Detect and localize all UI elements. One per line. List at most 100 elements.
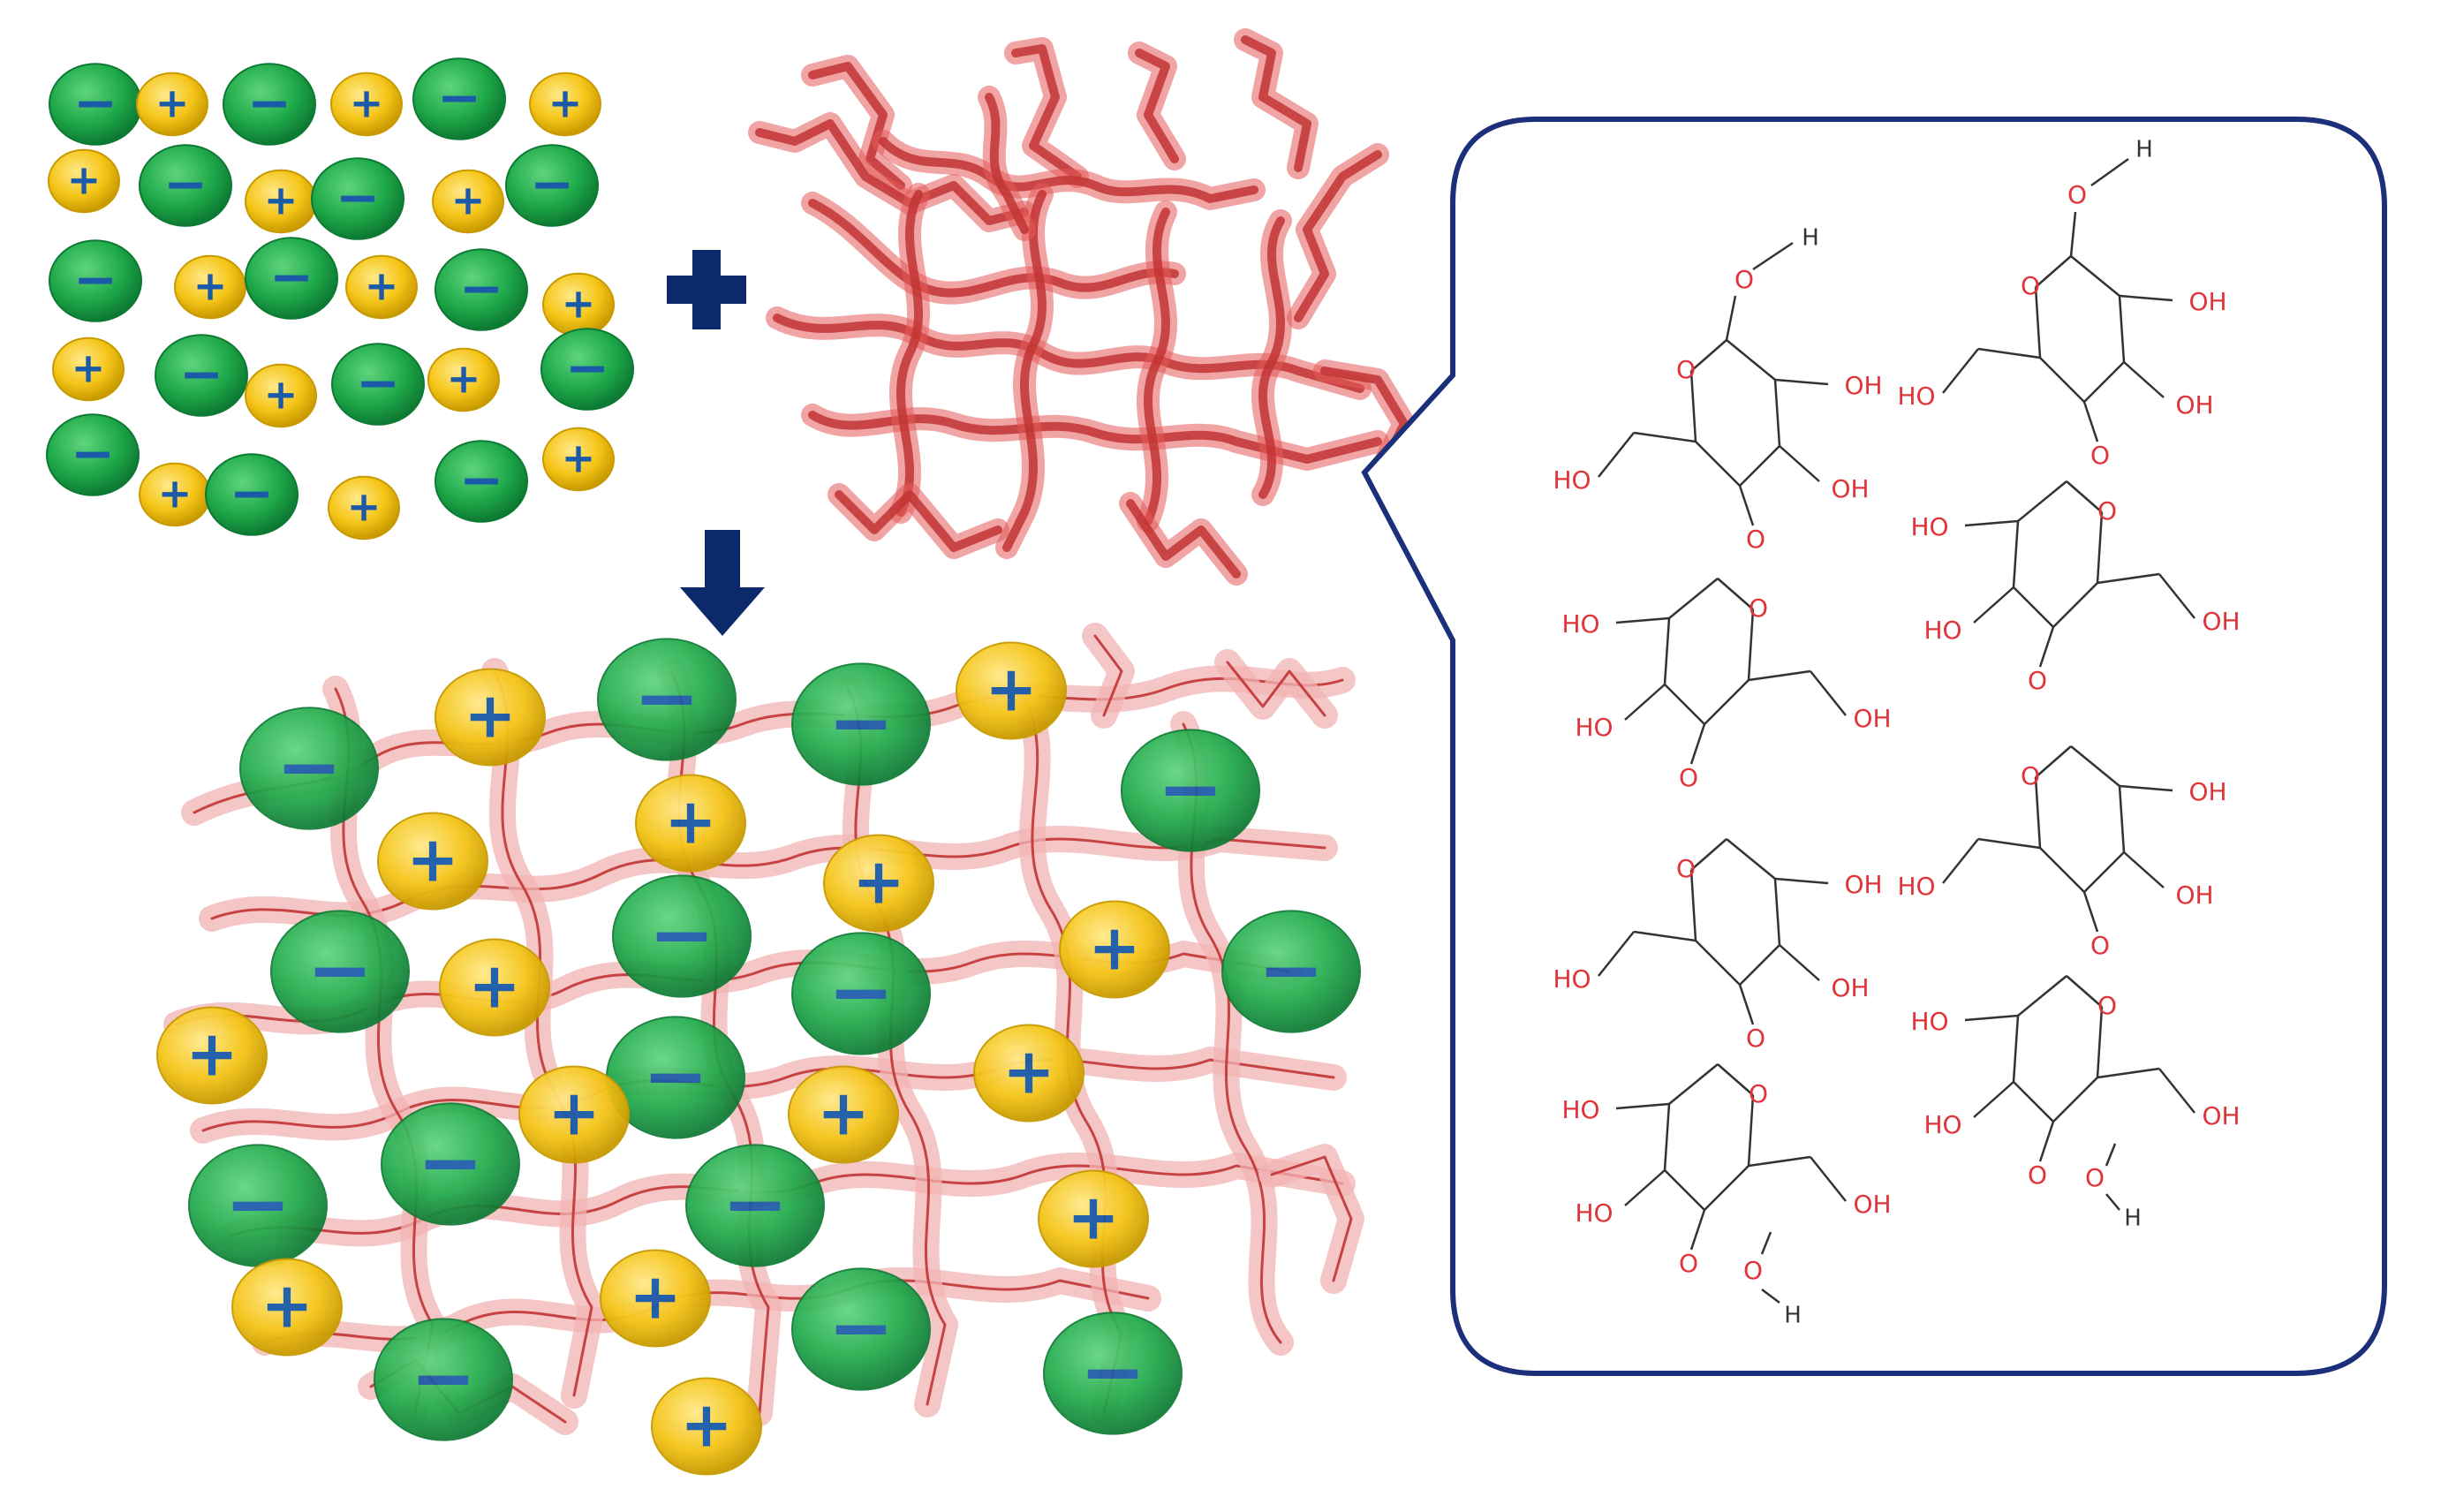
anion-sphere bbox=[239, 707, 379, 830]
chemical-bond bbox=[1704, 1165, 1750, 1211]
anion-sphere bbox=[139, 144, 232, 227]
anion-ion: − bbox=[540, 328, 634, 411]
anion-ion: − bbox=[223, 63, 316, 146]
chemical-bond bbox=[2069, 211, 2077, 257]
down-arrow-icon bbox=[680, 530, 765, 636]
cation-sphere bbox=[518, 1065, 630, 1164]
cation-ion: + bbox=[139, 462, 211, 527]
chemical-bond bbox=[1689, 723, 1706, 765]
minus-sign: − bbox=[276, 721, 342, 813]
atom-label: H bbox=[2135, 137, 2153, 163]
cation-sphere bbox=[330, 72, 403, 137]
cation-ion: + bbox=[651, 1377, 762, 1476]
chemical-bond bbox=[1747, 1094, 1755, 1167]
hydroxyl-label: HO bbox=[1923, 616, 1961, 645]
chemical-bond bbox=[2123, 851, 2165, 888]
cation-ion: + bbox=[1038, 1169, 1149, 1268]
chemical-bond bbox=[1725, 295, 1737, 341]
atom-label: H bbox=[2124, 1206, 2142, 1232]
plus-sign: + bbox=[264, 177, 299, 224]
minus-sign: − bbox=[530, 154, 574, 215]
anion-sphere bbox=[435, 248, 528, 331]
chemical-bond bbox=[2096, 1006, 2104, 1078]
hydroxyl-label: HO bbox=[1897, 872, 1935, 901]
plus-sign: + bbox=[852, 845, 905, 919]
chemical-bond bbox=[2070, 255, 2120, 297]
plus-sign: + bbox=[365, 262, 399, 310]
anion-sphere bbox=[505, 144, 599, 227]
anion-ion: − bbox=[435, 248, 528, 331]
minus-sign: − bbox=[306, 924, 373, 1017]
plus-sign: + bbox=[261, 1269, 314, 1342]
anion-sphere bbox=[791, 932, 931, 1055]
cation-ion: + bbox=[600, 1249, 711, 1348]
chemical-bond bbox=[1964, 1014, 2019, 1022]
chemical-bond bbox=[1704, 679, 1750, 725]
chemical-bond bbox=[1977, 347, 2041, 359]
chemical-bond bbox=[1739, 445, 1780, 487]
chemical-bond bbox=[1633, 431, 1697, 443]
chemical-bond bbox=[2039, 847, 2085, 893]
plus-sign: + bbox=[158, 470, 193, 518]
chemical-bond bbox=[2012, 1015, 2020, 1083]
chemical-bond bbox=[1663, 1103, 1671, 1171]
chemical-bond bbox=[1942, 348, 1979, 394]
polymer-strand bbox=[1270, 1155, 1353, 1282]
cation-ion: + bbox=[377, 812, 488, 911]
atom-label: O bbox=[1679, 1249, 1698, 1278]
cation-ion: + bbox=[427, 347, 500, 412]
chemical-bond bbox=[2034, 286, 2042, 359]
atom-label: O bbox=[1749, 593, 1768, 623]
anion-sphere bbox=[791, 662, 931, 786]
chemical-bond bbox=[2013, 1081, 2054, 1123]
polymer-strand bbox=[1002, 190, 1047, 552]
cation-ion: + bbox=[518, 1065, 630, 1164]
hydroxyl-label: HO bbox=[1910, 512, 1948, 541]
atom-label: O bbox=[1734, 265, 1754, 294]
hydroxyl-label: OH bbox=[1831, 474, 1869, 503]
chemical-bond bbox=[1773, 878, 1781, 946]
plus-sign: + bbox=[447, 355, 481, 403]
plus-sign: + bbox=[72, 344, 106, 392]
chemical-bond bbox=[1779, 445, 1820, 482]
polymer-strand bbox=[1144, 208, 1170, 525]
hydroxyl-label: OH bbox=[2188, 777, 2226, 806]
cation-ion: + bbox=[245, 363, 317, 428]
chemical-bond bbox=[1964, 519, 2019, 527]
hydroxyl-label: OH bbox=[1831, 973, 1869, 1002]
chemical-bond bbox=[1690, 838, 1727, 871]
cation-ion: + bbox=[52, 336, 125, 402]
cation-sphere bbox=[435, 668, 546, 767]
cation-ion: + bbox=[136, 72, 208, 137]
cation-sphere bbox=[1059, 900, 1170, 999]
atom-label: O bbox=[2067, 180, 2087, 209]
hydroxyl-label: HO bbox=[1575, 1198, 1613, 1228]
chemical-bond bbox=[1779, 944, 1820, 981]
cation-ion: + bbox=[439, 938, 550, 1037]
anion-ion: − bbox=[205, 453, 299, 536]
hydroxyl-label: OH bbox=[1844, 371, 1882, 400]
cation-sphere bbox=[635, 774, 746, 873]
free-ions-group: −+−+−++−+−+−−+−+−++−+−+−−+−+−+ bbox=[46, 57, 634, 541]
atom-label: O bbox=[2028, 1160, 2047, 1190]
anion-ion: − bbox=[139, 144, 232, 227]
chemical-bond bbox=[2158, 1068, 2195, 1114]
chemical-bond bbox=[2038, 1121, 2055, 1162]
chemical-bond bbox=[2039, 357, 2085, 403]
chemical-bond bbox=[1695, 441, 1741, 487]
hydroxyl-label: HO bbox=[1923, 1110, 1961, 1139]
plus-sign: + bbox=[985, 653, 1038, 726]
chemical-bond bbox=[2118, 785, 2126, 853]
anion-ion: − bbox=[612, 874, 752, 998]
minus-sign: − bbox=[828, 1281, 894, 1374]
anion-sphere bbox=[412, 57, 506, 140]
minus-sign: − bbox=[828, 946, 894, 1039]
anion-ion: − bbox=[239, 707, 379, 830]
atom-label: H bbox=[1784, 1303, 1802, 1329]
anion-sphere bbox=[597, 638, 737, 761]
atom-label: O bbox=[2021, 761, 2040, 790]
anion-ion: − bbox=[791, 932, 931, 1055]
anion-ion: − bbox=[155, 334, 248, 417]
cation-sphere bbox=[328, 475, 400, 541]
